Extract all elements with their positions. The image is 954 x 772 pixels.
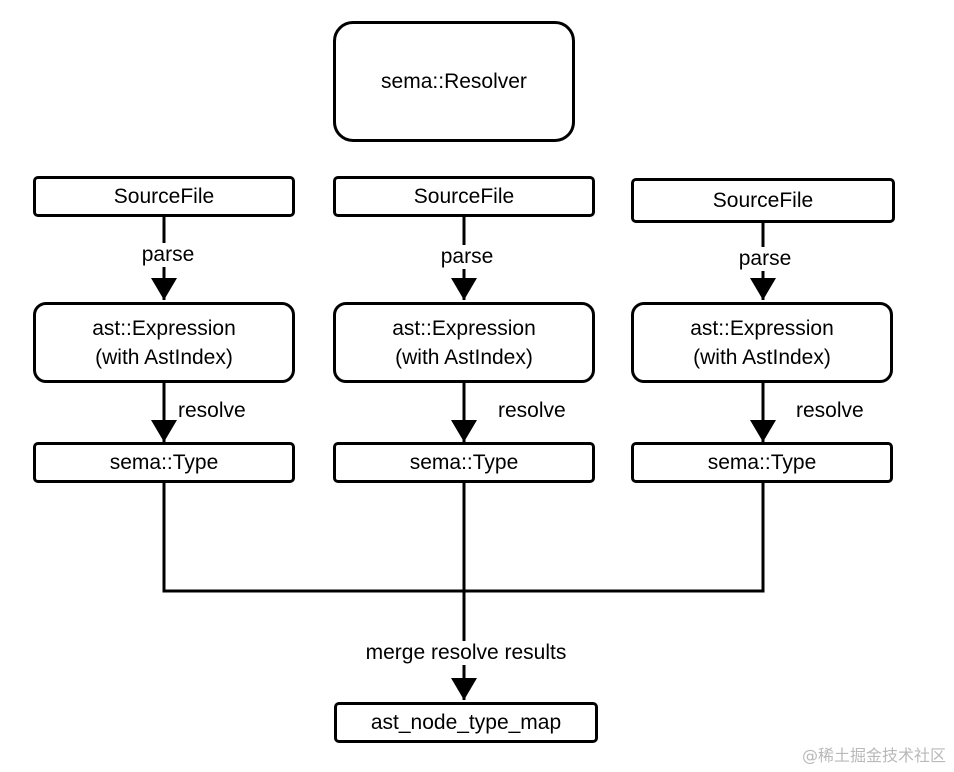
watermark-text: @稀土掘金技术社区 xyxy=(801,746,946,765)
ast-expression-box-2: ast::Expression (with AstIndex) xyxy=(333,302,595,383)
arrowhead-resolve-3 xyxy=(750,420,776,442)
merge-label: merge resolve results xyxy=(361,641,571,665)
sema-type-label-2: sema::Type xyxy=(409,451,519,474)
sema-type-box-3: sema::Type xyxy=(631,442,893,483)
parse-label-2: parse xyxy=(438,245,496,269)
resolve-label-2: resolve xyxy=(498,399,566,423)
sema-type-box-1: sema::Type xyxy=(33,442,295,483)
arrowhead-parse-1 xyxy=(151,278,177,300)
resolver-box: sema::Resolver xyxy=(333,21,575,142)
ast-index-label-3: (with AstIndex) xyxy=(693,345,831,369)
sema-type-label-1: sema::Type xyxy=(109,451,219,474)
ast-index-label-1: (with AstIndex) xyxy=(95,345,233,369)
arrowhead-resolve-2 xyxy=(451,420,477,442)
sema-type-box-2: sema::Type xyxy=(333,442,595,483)
source-file-box-3: SourceFile xyxy=(631,178,895,223)
resolve-label-3: resolve xyxy=(796,399,864,423)
ast-expression-label-3: ast::Expression xyxy=(690,316,834,340)
ast-expression-label-2: ast::Expression xyxy=(392,316,536,340)
ast-expression-label-1: ast::Expression xyxy=(92,316,236,340)
ast-expression-box-3: ast::Expression (with AstIndex) xyxy=(631,302,893,383)
resolve-label-1: resolve xyxy=(178,399,246,423)
output-box: ast_node_type_map xyxy=(334,702,598,743)
arrowhead-parse-2 xyxy=(451,278,477,300)
source-file-label-2: SourceFile xyxy=(413,185,515,208)
parse-label-3: parse xyxy=(736,247,794,271)
arrowhead-resolve-1 xyxy=(151,420,177,442)
source-file-label-1: SourceFile xyxy=(113,185,215,208)
sema-type-label-3: sema::Type xyxy=(707,451,817,474)
output-label: ast_node_type_map xyxy=(370,711,562,734)
resolver-label: sema::Resolver xyxy=(381,70,527,93)
source-file-box-1: SourceFile xyxy=(33,176,295,217)
ast-index-label-2: (with AstIndex) xyxy=(395,345,533,369)
parse-label-1: parse xyxy=(139,243,197,267)
source-file-label-3: SourceFile xyxy=(712,189,814,212)
arrowhead-parse-3 xyxy=(750,278,776,300)
arrowhead-merge xyxy=(451,678,477,700)
source-file-box-2: SourceFile xyxy=(333,176,595,217)
ast-expression-box-1: ast::Expression (with AstIndex) xyxy=(33,302,295,383)
